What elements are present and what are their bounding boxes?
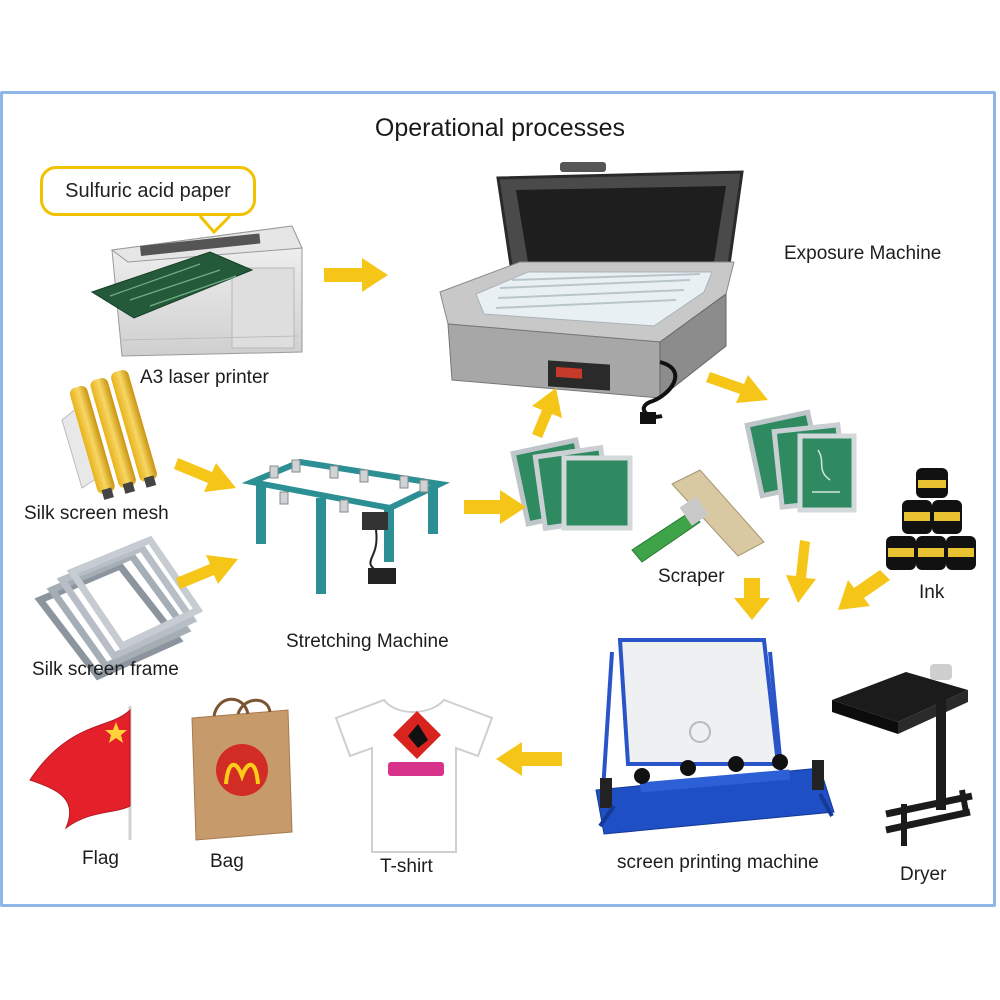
arrow-exposure-to-screens [706, 372, 768, 403]
screens-left [510, 437, 633, 532]
screens-right [744, 409, 857, 513]
ink-cans [886, 468, 976, 570]
arrow-screens-to-exposure [532, 388, 562, 438]
arrow-frame-to-stretching [176, 555, 238, 589]
flag [29, 706, 132, 840]
label-dryer: Dryer [900, 864, 947, 885]
arrow-stretching-to-screens [464, 490, 526, 524]
laser-printer [90, 225, 303, 357]
paper-bag [191, 697, 293, 841]
label-flag: Flag [82, 848, 119, 869]
arrow-ink-to-press [838, 570, 890, 610]
scraper [631, 469, 765, 563]
label-scraper: Scraper [658, 566, 725, 587]
callout-bubble: Sulfuric acid paper [40, 166, 256, 216]
arrow-printer-to-exposure [324, 258, 388, 292]
label-frame: Silk screen frame [32, 659, 179, 680]
arrow-scraper-to-press [734, 578, 770, 620]
label-screen-printing: screen printing machine [617, 852, 819, 873]
process-arrows [174, 258, 890, 776]
exposure-machine [439, 162, 744, 424]
label-bag: Bag [210, 851, 244, 872]
stretching-machine [241, 458, 450, 594]
frame-stack [34, 535, 204, 681]
screen-printing-machine [595, 638, 835, 835]
arrow-mesh-to-stretching [174, 458, 236, 492]
label-tshirt: T-shirt [380, 856, 433, 877]
label-ink: Ink [919, 582, 945, 603]
label-stretching: Stretching Machine [286, 631, 449, 652]
mesh-rolls [61, 369, 157, 500]
label-exposure: Exposure Machine [784, 243, 942, 264]
flash-dryer [832, 664, 973, 846]
t-shirt [334, 698, 494, 853]
arrow-press-to-tshirt [496, 742, 562, 776]
callout-tail [198, 214, 232, 235]
diagram-title: Operational processes [374, 114, 626, 142]
label-mesh: Silk screen mesh [24, 503, 169, 524]
arrow-screens-to-press [786, 540, 816, 603]
label-printer: A3 laser printer [140, 367, 269, 388]
